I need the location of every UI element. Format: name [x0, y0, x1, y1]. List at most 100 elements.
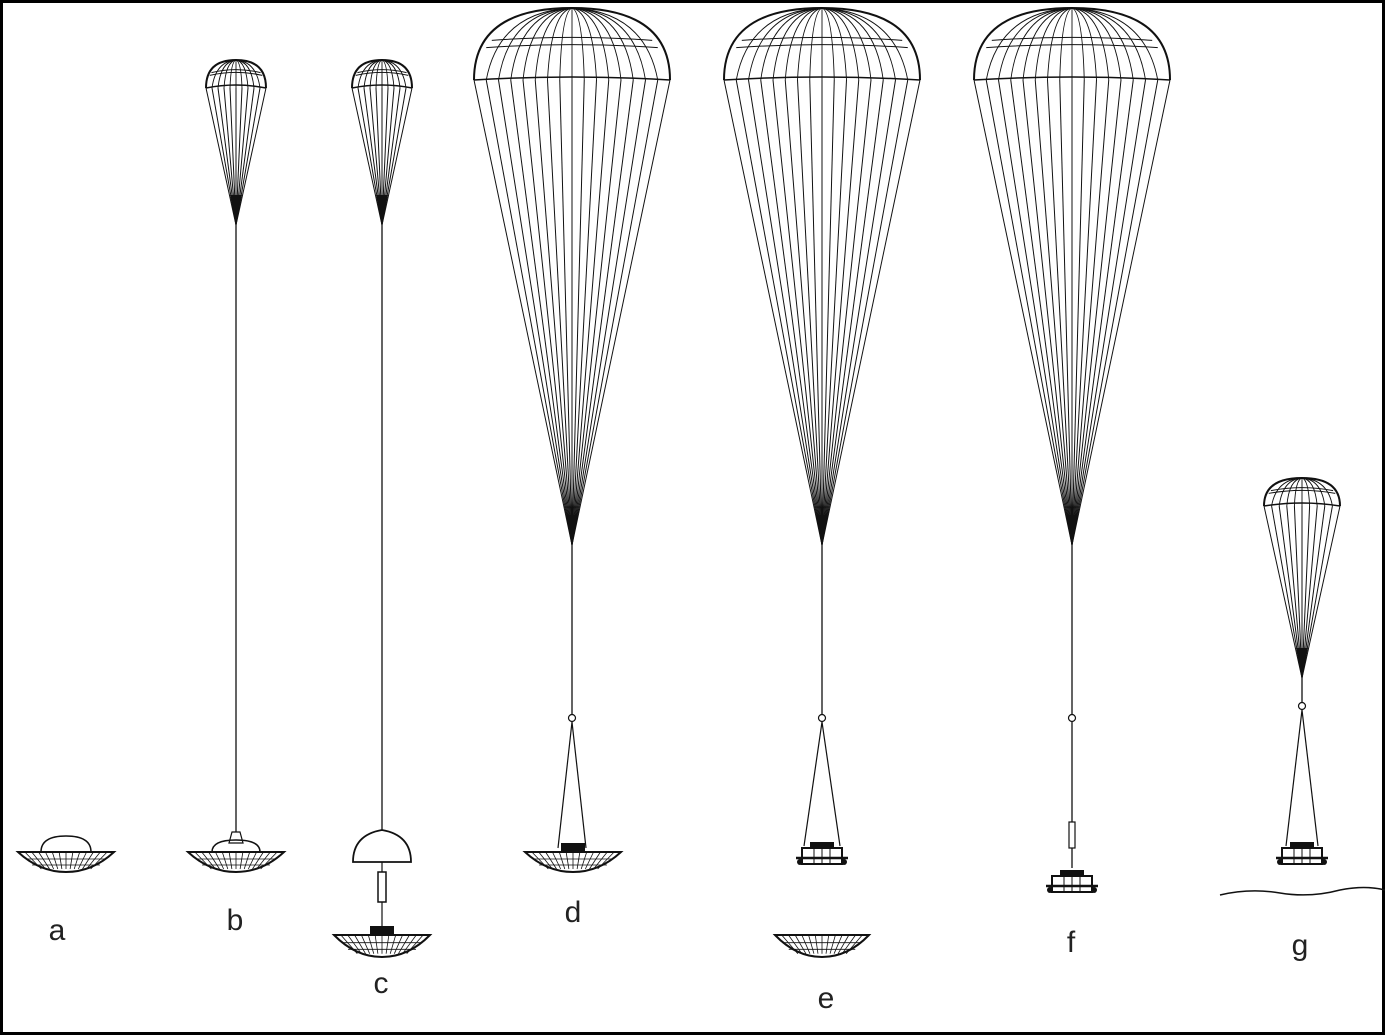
heat-shield [185, 851, 287, 874]
heat-shield-hatch [228, 851, 233, 870]
suspension-line [1071, 79, 1122, 546]
suspension-line [1071, 79, 1110, 546]
heat-shield-hatch [538, 851, 553, 870]
suspension-line [571, 79, 646, 546]
heat-shield-hatch [837, 934, 850, 954]
canopy-seam [571, 7, 622, 81]
suspension-line [559, 79, 573, 546]
canopy-seam [1293, 477, 1303, 507]
lines-confluence [1296, 648, 1308, 678]
suspension-line [821, 79, 847, 546]
heat-shield-hatch [589, 851, 601, 870]
bridle-canister [1068, 821, 1076, 849]
stage-b [185, 58, 287, 874]
heat-shield-hatch [69, 851, 74, 870]
canopy-band [1270, 487, 1334, 492]
heat-shield-hatch [825, 934, 830, 954]
lander [1276, 842, 1328, 865]
canopy-seam [809, 7, 823, 81]
stage-e [723, 6, 921, 959]
stage-label-b: b [227, 904, 244, 937]
suspension-line [235, 87, 267, 226]
lander-foot [1321, 859, 1327, 865]
suspension-line [1071, 79, 1171, 546]
heat-shield-hatch [841, 934, 856, 954]
canopy-skirt [205, 84, 267, 89]
lander-top [1290, 842, 1314, 848]
suspension-line [1071, 79, 1159, 546]
parachute-canopy [473, 6, 671, 546]
canopy-band [355, 71, 409, 76]
parachute-canopy [1263, 476, 1341, 679]
parachute-canopy [205, 58, 267, 226]
heat-shield [522, 851, 624, 874]
inflator-canister [377, 871, 387, 903]
heat-shield-hatch [576, 851, 581, 870]
canopy-band [486, 44, 658, 49]
heat-shield-hatch [808, 934, 815, 954]
heat-shield-hatch [260, 851, 278, 870]
canopy-seam [571, 7, 597, 81]
heat-shield-hatch [584, 851, 594, 870]
canopy-band [991, 36, 1153, 41]
suspension-line [973, 79, 1073, 546]
bridle-line [1285, 709, 1303, 847]
stage-c [331, 58, 433, 959]
canopy-band [986, 44, 1158, 49]
suspension-line [534, 79, 573, 546]
lander-foot [1277, 859, 1283, 865]
canopy-band [491, 36, 653, 41]
canopy-seam [821, 7, 909, 81]
heat-shield-hatch [208, 851, 220, 870]
heat-shield-hatch [374, 934, 379, 954]
heat-shield-hatch [73, 851, 81, 870]
canopy-seam [559, 7, 573, 81]
swivel [817, 713, 827, 723]
heat-shield-hatch [406, 934, 424, 954]
lines-confluence [1066, 515, 1078, 545]
heat-shield-hatch [252, 851, 264, 870]
suspension-line [1010, 79, 1073, 546]
canopy-seam [784, 7, 823, 81]
canopy-band [211, 69, 261, 74]
bridle-line [571, 721, 587, 849]
heat-shield-hatch [77, 851, 87, 870]
stage-label-d: d [565, 896, 582, 929]
suspension-line [1022, 79, 1073, 546]
suspension-line [571, 79, 671, 546]
heat-shield-hatch [51, 851, 59, 870]
bridle-line [821, 721, 841, 847]
lines-confluence [376, 195, 388, 225]
lander-top [1060, 870, 1084, 876]
lander-top [810, 842, 834, 848]
heat-shield-hatch [215, 851, 225, 870]
heat-shield-hatch [580, 851, 588, 870]
canopy-skirt [351, 84, 413, 89]
lander [1046, 870, 1098, 893]
canopy-seam [1010, 7, 1073, 81]
parachute-canopy [351, 58, 413, 226]
parachute-canopy [973, 6, 1171, 546]
canopy-seam [229, 59, 237, 89]
canopy-seam [772, 7, 823, 81]
heat-shield-hatch [597, 851, 615, 870]
suspension-line [1047, 79, 1073, 546]
canopy-seam [571, 7, 610, 81]
suspension-line [571, 79, 597, 546]
suspension-line [485, 79, 573, 546]
suspension-line [1034, 79, 1073, 546]
heat-shield [331, 934, 433, 959]
suspension-line [571, 79, 585, 546]
canopy-seam [821, 7, 835, 81]
suspension-line [571, 79, 622, 546]
canopy-seam [1071, 7, 1159, 81]
lander-foot [1091, 887, 1097, 893]
suspension-line [821, 79, 835, 546]
suspension-line [510, 79, 573, 546]
heat-shield-hatch [794, 934, 807, 954]
suspension-line [547, 79, 573, 546]
heat-shield-hatch [201, 851, 216, 870]
canopy-seam [760, 7, 823, 81]
